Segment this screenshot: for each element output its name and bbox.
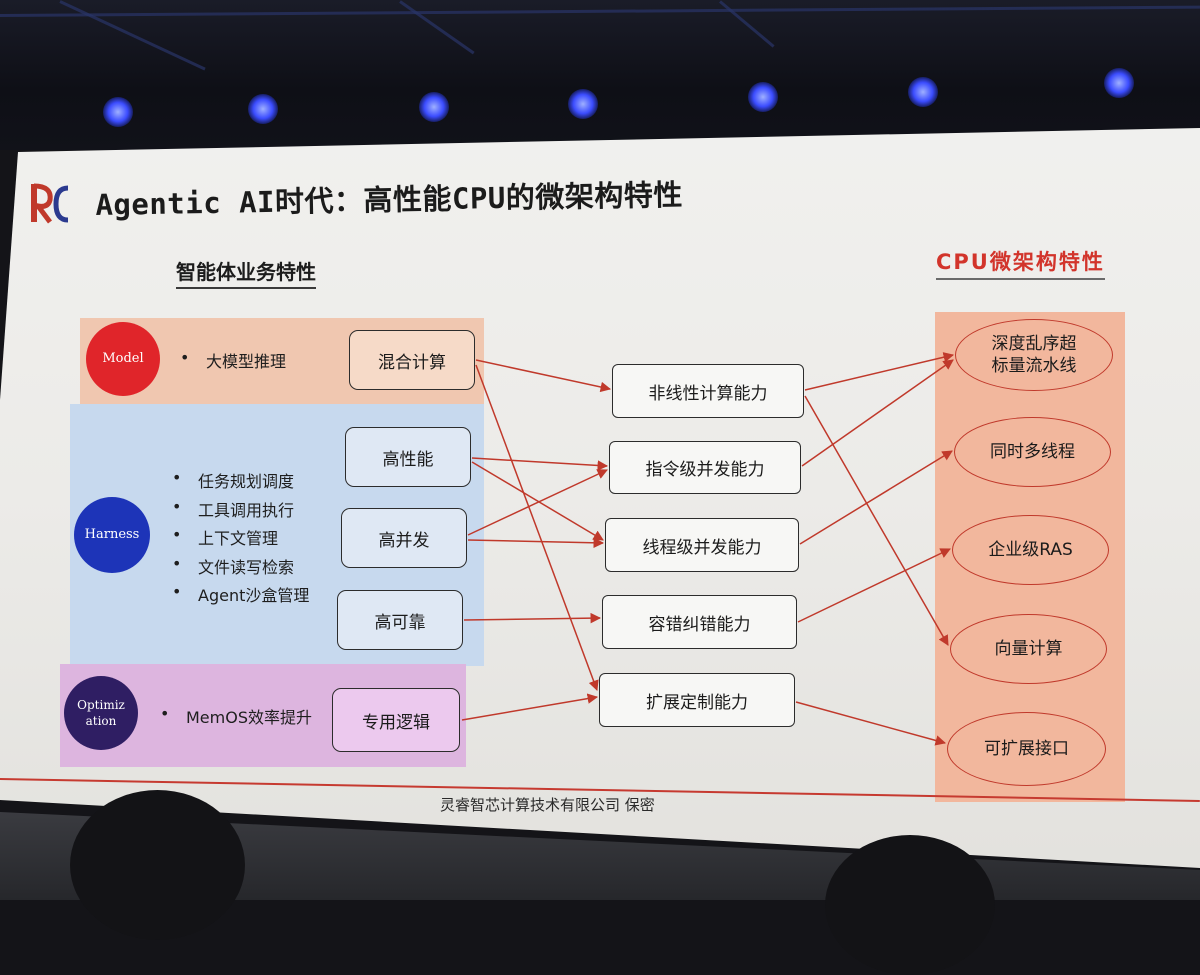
list-item: 工具调用执行 [172,497,309,526]
arrow-line [795,701,947,746]
list-item: Agent沙盒管理 [172,582,309,611]
optimization-bullets: MemOS效率提升 [160,704,312,728]
list-item: MemOS效率提升 [160,704,312,728]
right-column-header: CPU微架构特性 [936,246,1105,280]
arrow-line [471,461,604,541]
capability-fault-tolerance: 容错纠错能力 [602,595,797,649]
cpu-feature-line1: 深度乱序超 [991,333,1077,354]
capability-nonlinear-compute: 非线性计算能力 [612,364,804,418]
optimization-circle: Optimiz ation [64,676,138,750]
list-item: 大模型推理 [180,348,286,372]
harness-bullets: 任务规划调度 工具调用执行 上下文管理 文件读写检索 Agent沙盒管理 [172,468,309,611]
stage-light [103,97,133,127]
stage-light [908,77,938,107]
capability-thread-parallel: 线程级并发能力 [605,518,799,572]
capability-extensibility: 扩展定制能力 [599,673,795,727]
cpu-feature-vector: 向量计算 [950,614,1107,684]
model-bullets: 大模型推理 [180,348,286,372]
connection-arrows [461,352,955,746]
arrow-line [475,364,599,691]
mixed-compute-box: 混合计算 [349,330,475,390]
arrow-line [804,352,955,391]
stage-light [1104,68,1134,98]
list-item: 上下文管理 [172,525,309,554]
stage-light [248,94,278,124]
arrow-line [801,359,954,467]
arrow-line [467,469,608,536]
arrow-line [467,537,605,549]
high-reliability-box: 高可靠 [337,590,463,650]
arrow-line [799,450,953,545]
arrow-line [471,457,609,471]
cpu-feature-ras: 企业级RAS [952,515,1109,585]
capability-instruction-parallel: 指令级并发能力 [609,441,801,494]
stage-light [419,92,449,122]
audience-head [70,790,245,940]
arrow-line [797,548,951,623]
footer-text: 灵睿智芯计算技术有限公司 保密 [440,796,655,814]
arrow-line [804,395,949,646]
company-logo-icon [31,183,69,224]
optimization-circle-line2: ation [85,714,117,728]
cpu-feature-ooo-pipeline: 深度乱序超标量流水线 [955,319,1113,391]
list-item: 任务规划调度 [172,468,309,497]
high-performance-box: 高性能 [345,427,471,487]
arrow-line [461,693,599,721]
high-concurrency-box: 高并发 [341,508,467,568]
audience-head [825,835,995,975]
model-circle: Model [86,322,160,396]
stage-light [568,89,598,119]
cpu-feature-line2: 标量流水线 [991,356,1077,376]
stage-ceiling [0,0,1200,150]
arrow-line [475,359,612,393]
list-item: 文件读写检索 [172,554,309,583]
optimization-circle-line1: Optimiz [77,697,125,712]
cpu-feature-extensible-interface: 可扩展接口 [947,712,1106,786]
left-column-header: 智能体业务特性 [176,256,316,289]
stage-light [748,82,778,112]
harness-circle: Harness [74,497,150,573]
arrow-line [463,612,602,624]
dedicated-logic-box: 专用逻辑 [332,688,460,752]
cpu-feature-smt: 同时多线程 [954,417,1111,487]
